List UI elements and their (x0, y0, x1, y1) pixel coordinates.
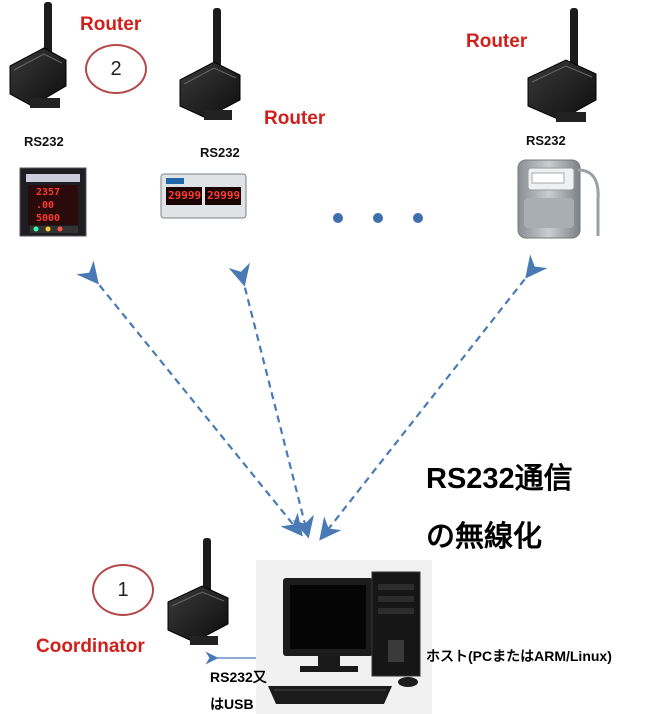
zigbee-module-router-2 (179, 8, 241, 120)
router-3-label: Router (466, 31, 528, 52)
router-1-label: Router (80, 14, 142, 35)
power-meter-value-2: .00 (36, 200, 55, 211)
power-meter-value-3: 5000 (36, 213, 61, 224)
router-3-port-label: RS232 (526, 133, 566, 148)
more-devices-ellipsis (333, 213, 423, 223)
diagram-title-line-2: の無線化 (426, 521, 543, 553)
zigbee-module-router-3 (527, 8, 597, 122)
power-meter-device (19, 167, 87, 237)
panel-meter-display-1: 29999 (168, 189, 202, 202)
link-router-3 (319, 254, 548, 541)
host-label: ホスト(PCまたはARM/Linux) (426, 648, 612, 664)
host-pc (256, 560, 432, 714)
link-type-line-1: RS232又 (210, 669, 267, 685)
coordinator-badge: 1 (92, 564, 154, 616)
router-1-badge: 2 (85, 44, 147, 94)
link-router-1 (76, 260, 303, 537)
power-meter-readout: 2357 .00 5000 (36, 186, 60, 225)
wireless-links (76, 254, 548, 541)
diagram-title-line-1: RS232通信 (426, 463, 573, 495)
link-router-2 (228, 262, 314, 539)
router-1-port-label: RS232 (24, 134, 64, 149)
power-meter-value-1: 2357 (36, 187, 61, 198)
router-2-label: Router (264, 108, 326, 129)
panel-meter-display-2: 29999 (207, 189, 241, 202)
gas-meter-device (517, 159, 600, 239)
zigbee-module-coordinator (167, 538, 229, 645)
zigbee-module-router-1 (9, 2, 67, 108)
coordinator-label: Coordinator (36, 636, 145, 657)
panel-meter-device (160, 173, 247, 219)
link-type-line-2: はUSB (210, 696, 254, 712)
router-2-port-label: RS232 (200, 145, 240, 160)
